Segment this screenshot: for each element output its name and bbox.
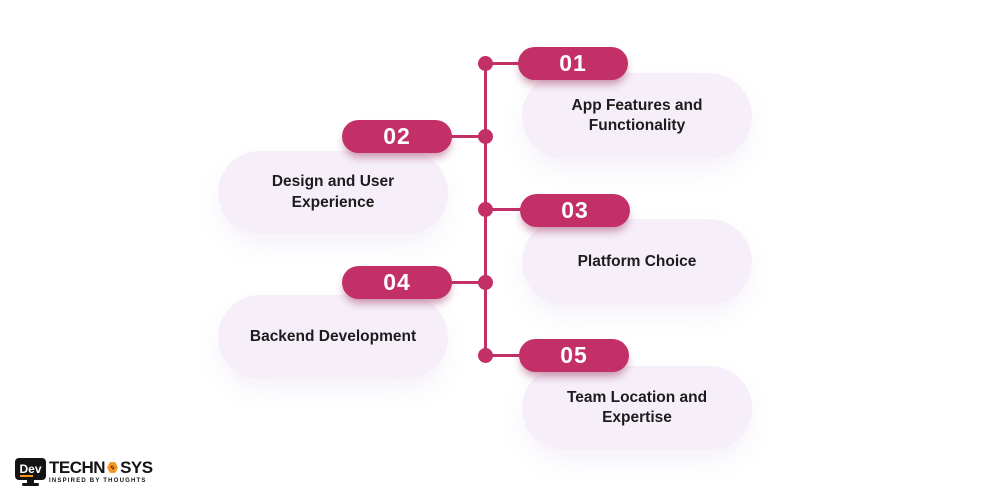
- step-number-3: 03: [561, 197, 589, 223]
- monitor-icon: Dev: [15, 458, 46, 486]
- step-number-pill-1: 01: [518, 47, 628, 80]
- step-card-4: Backend Development: [218, 295, 448, 379]
- timeline-node-1: [478, 56, 493, 71]
- logo-tagline: INSPIRED BY THOUGHTS: [49, 478, 147, 484]
- monitor-base: [22, 483, 39, 486]
- gear-icon: [107, 462, 118, 473]
- step-number-pill-3: 03: [520, 194, 630, 227]
- connector-line-2: [451, 135, 485, 138]
- connector-line-3: [487, 208, 522, 211]
- timeline-node-3: [478, 202, 493, 217]
- step-number-5: 05: [560, 342, 588, 368]
- step-label-3: Platform Choice: [577, 252, 697, 270]
- step-label-4: Backend Development: [249, 327, 417, 345]
- step-number-1: 01: [559, 50, 587, 76]
- step-number-pill-4: 04: [342, 266, 452, 299]
- timeline-node-5: [478, 348, 493, 363]
- devtechnosys-logo: Dev TECHN SYS INSPIRED BY THOUGHTS: [15, 458, 153, 486]
- logo-monitor-text: Dev: [19, 462, 42, 476]
- connector-line-1: [487, 62, 520, 65]
- logo-brand-sys: SYS: [120, 458, 153, 477]
- step-number-2: 02: [383, 123, 411, 149]
- step-label-5: Team Location and Expertise: [566, 388, 708, 426]
- step-card-5: Team Location and Expertise: [522, 366, 752, 450]
- logo-brand-techn: TECHN: [49, 458, 106, 477]
- step-label-1: App Features and Functionality: [571, 96, 703, 134]
- timeline-node-2: [478, 129, 493, 144]
- connector-line-4: [451, 281, 485, 284]
- connector-line-5: [487, 354, 520, 357]
- step-card-2: Design and User Experience: [218, 151, 448, 234]
- step-number-pill-5: 05: [519, 339, 629, 372]
- timeline-node-4: [478, 275, 493, 290]
- monitor-stand: [27, 480, 34, 483]
- step-card-3: Platform Choice: [522, 219, 752, 305]
- step-label-2: Design and User Experience: [271, 173, 395, 211]
- step-number-4: 04: [383, 269, 411, 295]
- step-number-pill-2: 02: [342, 120, 452, 153]
- step-card-1: App Features and Functionality: [522, 73, 752, 159]
- monitor-underline: [20, 475, 33, 477]
- logo-brand: TECHN SYS INSPIRED BY THOUGHTS: [49, 458, 153, 484]
